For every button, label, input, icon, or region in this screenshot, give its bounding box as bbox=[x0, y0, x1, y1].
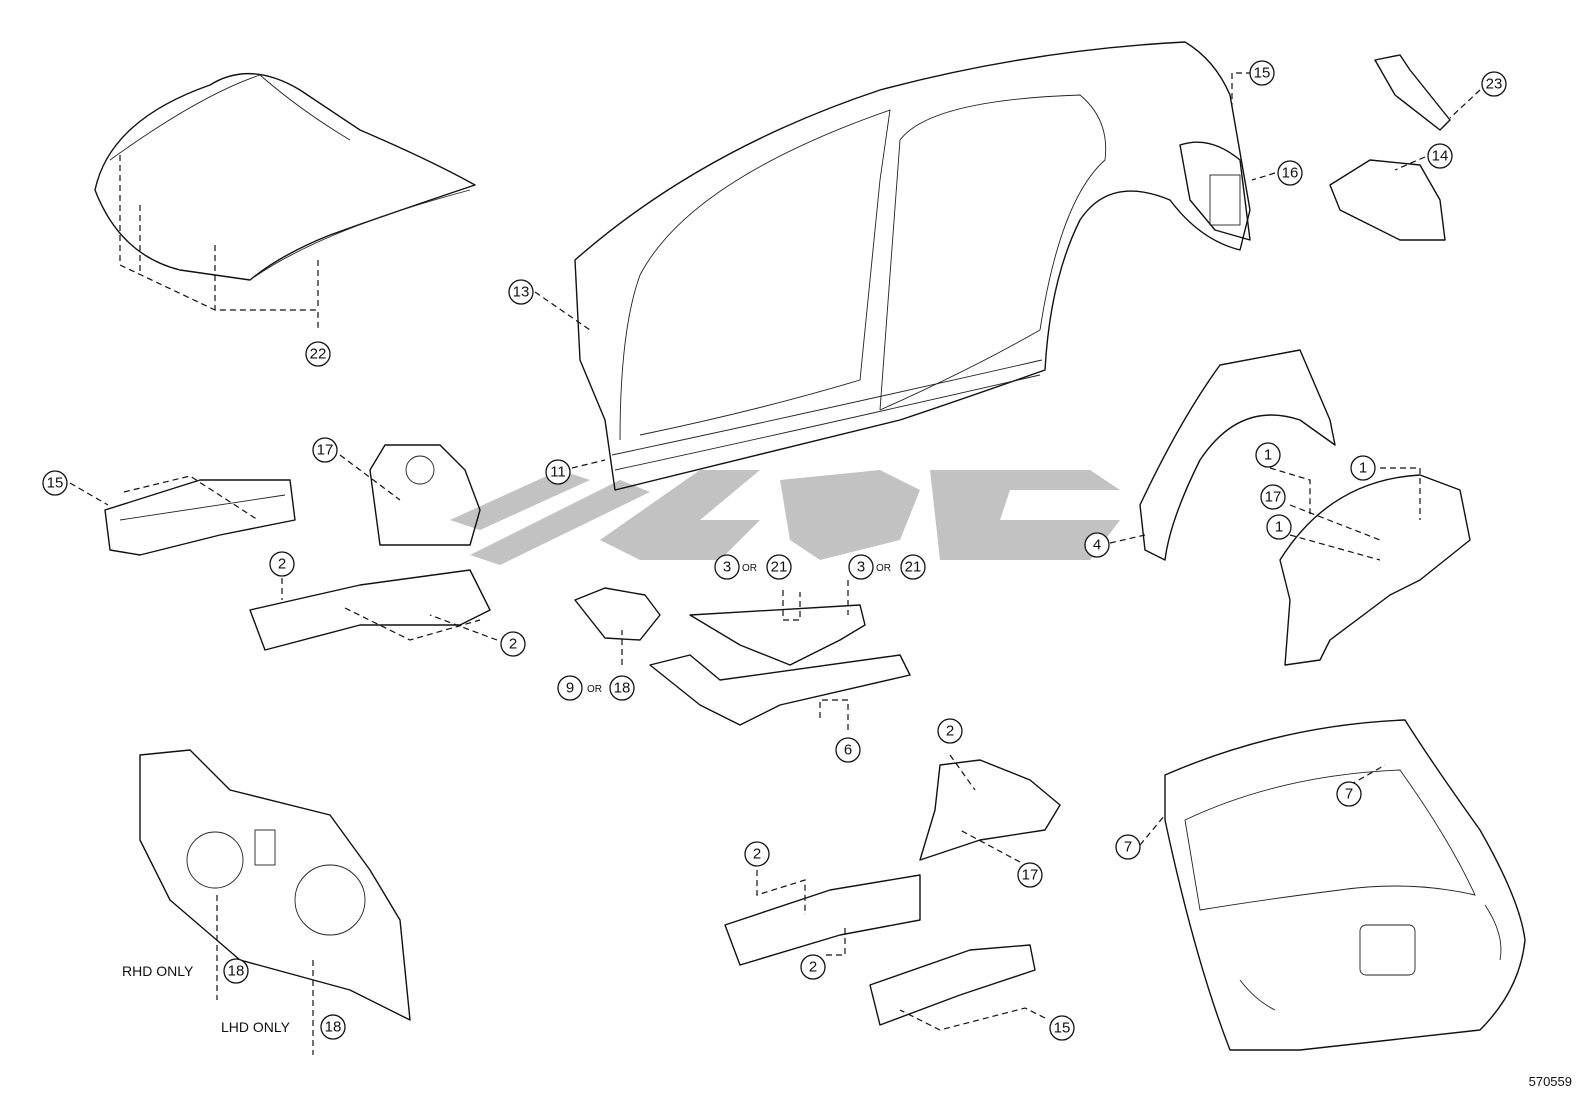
quarter-bracket-part bbox=[1329, 159, 1446, 241]
callout-6: 6 bbox=[835, 737, 861, 763]
floor-side-member-part bbox=[689, 604, 866, 666]
rocker-reinforcement-part bbox=[649, 654, 911, 726]
svg-text:11: 11 bbox=[550, 464, 566, 481]
svg-text:17: 17 bbox=[317, 442, 334, 459]
callout-11: 11 bbox=[545, 459, 571, 485]
svg-text:18: 18 bbox=[325, 1019, 342, 1036]
callout-14: 14 bbox=[1427, 143, 1453, 169]
callout-2-lower-c: 2 bbox=[800, 954, 826, 980]
callout-15-lower: 15 bbox=[1049, 1015, 1075, 1041]
callout-7-a: 7 bbox=[1115, 834, 1141, 860]
svg-text:15: 15 bbox=[1254, 65, 1271, 82]
lower-wheel-apron-part bbox=[919, 759, 1061, 861]
upper-brace-part bbox=[1374, 54, 1451, 131]
svg-text:1: 1 bbox=[1264, 447, 1272, 464]
callout-13: 13 bbox=[508, 279, 534, 305]
hood-part bbox=[94, 72, 476, 281]
svg-text:3: 3 bbox=[723, 559, 731, 576]
svg-text:2: 2 bbox=[278, 556, 286, 573]
rhd-only-note: RHD ONLY bbox=[122, 963, 194, 979]
svg-text:21: 21 bbox=[905, 559, 922, 576]
svg-text:18: 18 bbox=[228, 963, 245, 980]
watermark-logo bbox=[450, 470, 1120, 565]
callout-9: 9 bbox=[557, 675, 583, 701]
side-body-outer-part bbox=[574, 41, 1251, 491]
svg-text:2: 2 bbox=[753, 846, 761, 863]
front-side-member-part bbox=[104, 479, 296, 556]
lhd-only-note: LHD ONLY bbox=[221, 1019, 291, 1035]
callout-15-left: 15 bbox=[42, 470, 68, 496]
callout-3-b: 3 bbox=[848, 554, 874, 580]
callout-21-a: 21 bbox=[766, 554, 792, 580]
svg-text:16: 16 bbox=[1282, 165, 1299, 182]
svg-text:18: 18 bbox=[614, 680, 631, 697]
svg-text:4: 4 bbox=[1093, 537, 1101, 554]
or-label-3-21-a: OR bbox=[742, 563, 757, 574]
callout-7-b: 7 bbox=[1336, 781, 1362, 807]
callout-2-front-b: 2 bbox=[500, 631, 526, 657]
svg-text:17: 17 bbox=[1022, 867, 1039, 884]
callout-17-lower: 17 bbox=[1017, 862, 1043, 888]
callout-2-lower-a: 2 bbox=[937, 718, 963, 744]
svg-text:6: 6 bbox=[844, 742, 852, 759]
front-frame-rail-part bbox=[249, 569, 491, 651]
lower-side-member-part bbox=[869, 944, 1036, 1026]
svg-text:14: 14 bbox=[1432, 148, 1449, 165]
svg-text:1: 1 bbox=[1359, 460, 1367, 477]
svg-text:15: 15 bbox=[1054, 1020, 1071, 1037]
svg-text:15: 15 bbox=[47, 475, 64, 492]
callout-1-a: 1 bbox=[1255, 442, 1281, 468]
svg-text:2: 2 bbox=[946, 723, 954, 740]
callout-21-b: 21 bbox=[900, 554, 926, 580]
callout-16: 16 bbox=[1277, 160, 1303, 186]
svg-text:21: 21 bbox=[771, 559, 788, 576]
callout-1-c: 1 bbox=[1266, 514, 1292, 540]
or-label-9-18: OR bbox=[587, 684, 602, 695]
svg-text:23: 23 bbox=[1486, 76, 1503, 93]
quarter-wheelhouse-outer-part bbox=[1139, 349, 1336, 561]
callout-18-rhd: 18 bbox=[223, 958, 249, 984]
dash-panel-part bbox=[139, 749, 411, 1021]
callout-15: 15 bbox=[1249, 60, 1275, 86]
callout-17-front: 17 bbox=[312, 437, 338, 463]
svg-text:1: 1 bbox=[1275, 519, 1283, 536]
svg-text:7: 7 bbox=[1124, 839, 1132, 856]
svg-text:2: 2 bbox=[809, 959, 817, 976]
svg-text:2: 2 bbox=[509, 636, 517, 653]
callout-4: 4 bbox=[1084, 532, 1110, 558]
callout-18-lhd: 18 bbox=[320, 1014, 346, 1040]
callout-22: 22 bbox=[305, 341, 331, 367]
svg-text:13: 13 bbox=[513, 284, 530, 301]
callout-2-lower-b: 2 bbox=[744, 841, 770, 867]
svg-text:9: 9 bbox=[566, 680, 574, 697]
quarter-wheelhouse-inner-part bbox=[1279, 474, 1471, 666]
svg-text:3: 3 bbox=[857, 559, 865, 576]
floor-brace-part bbox=[574, 587, 661, 641]
callout-23: 23 bbox=[1481, 71, 1507, 97]
callout-17-rear: 17 bbox=[1260, 484, 1286, 510]
callout-18-floor: 18 bbox=[609, 675, 635, 701]
svg-text:17: 17 bbox=[1265, 489, 1282, 506]
callout-3-a: 3 bbox=[714, 554, 740, 580]
catalog-number: 570559 bbox=[1528, 1074, 1572, 1089]
or-label-3-21-b: OR bbox=[876, 563, 891, 574]
callout-2-front-a: 2 bbox=[269, 551, 295, 577]
leader-lines bbox=[69, 72, 1481, 1055]
front-wheel-apron-part bbox=[369, 444, 481, 546]
callout-1-b: 1 bbox=[1350, 455, 1376, 481]
svg-text:22: 22 bbox=[310, 346, 327, 363]
lower-frame-rail-part bbox=[724, 874, 921, 966]
svg-text:7: 7 bbox=[1345, 786, 1353, 803]
back-door-part bbox=[1164, 719, 1526, 1051]
